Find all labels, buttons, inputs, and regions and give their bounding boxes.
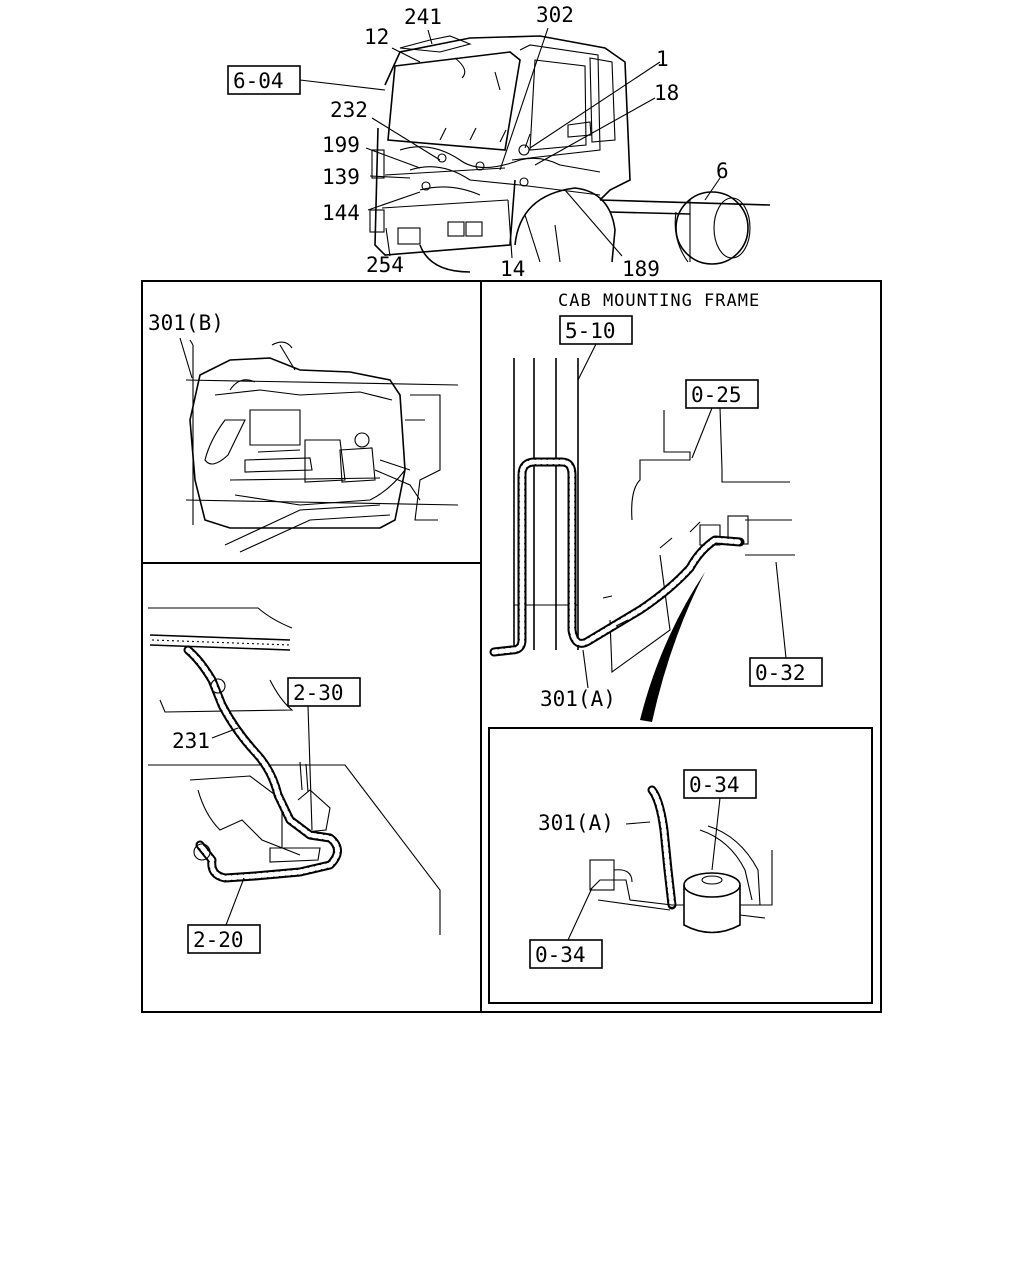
leader-2-30 — [307, 705, 313, 831]
callout-301a-detail: 301(A) — [538, 811, 614, 835]
ref-box-6-04 — [227, 65, 301, 95]
truck-callout-leaders — [299, 27, 721, 259]
callout-1: 1 — [656, 47, 669, 71]
leader-0-34-top — [711, 797, 721, 871]
leader-0-25-b — [719, 407, 723, 471]
ref-label-0-34-bottom: 0-34 — [535, 943, 586, 967]
ref-label-0-32: 0-32 — [755, 661, 806, 685]
callout-14: 14 — [500, 257, 525, 281]
lower-left-drawing — [148, 607, 441, 935]
callout-254: 254 — [366, 253, 404, 277]
callout-189: 189 — [622, 257, 660, 281]
detail-inset-drawing — [589, 785, 773, 934]
ref-box-0-25 — [685, 379, 759, 409]
engine-panel — [185, 339, 459, 553]
callout-241: 241 — [404, 5, 442, 29]
ref-label-0-25: 0-25 — [691, 383, 742, 407]
leader-0-25-a — [691, 407, 713, 459]
callout-301a-cab: 301(A) — [540, 687, 616, 711]
ref-label-6-04: 6-04 — [233, 69, 284, 93]
ref-box-2-30 — [287, 677, 361, 707]
callout-302: 302 — [536, 3, 574, 27]
callout-12: 12 — [364, 25, 389, 49]
ref-label-2-20: 2-20 — [193, 928, 244, 952]
callout-231: 231 — [172, 729, 210, 753]
callout-232: 232 — [330, 98, 368, 122]
leader-301b — [179, 337, 193, 379]
leader-0-34-bottom — [567, 887, 593, 941]
detail-frame — [141, 280, 882, 1013]
ref-box-0-34-bottom — [529, 939, 603, 969]
leader-301a-cab — [582, 649, 589, 689]
callout-301b: 301(B) — [148, 311, 224, 335]
ref-box-2-20 — [187, 924, 261, 954]
cab-mounting-frame-caption: CAB MOUNTING FRAME — [558, 291, 760, 311]
detail-inset-frame — [488, 727, 873, 1004]
callout-144: 144 — [322, 201, 360, 225]
callout-199: 199 — [322, 133, 360, 157]
ref-label-5-10: 5-10 — [565, 319, 616, 343]
leader-0-32 — [775, 561, 787, 659]
leader-301a-detail — [625, 821, 651, 825]
callout-6: 6 — [716, 159, 729, 183]
ref-label-2-30: 2-30 — [293, 681, 344, 705]
leader-5-10 — [577, 343, 597, 381]
ref-label-0-34-top: 0-34 — [689, 773, 740, 797]
truck-illustration — [369, 35, 771, 273]
detail-pointer — [640, 572, 705, 722]
leader-2-20 — [225, 877, 245, 926]
callout-18: 18 — [654, 81, 679, 105]
callout-139: 139 — [322, 165, 360, 189]
leader-231 — [211, 727, 239, 739]
cab-frame-drawing — [513, 358, 795, 674]
